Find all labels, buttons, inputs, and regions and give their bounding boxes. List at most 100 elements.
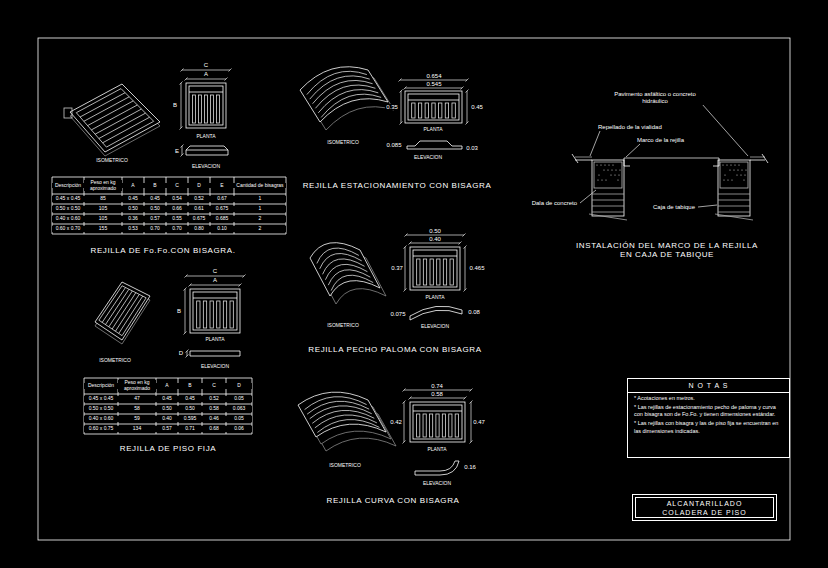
table-rule xyxy=(84,414,252,415)
dimension-tick xyxy=(466,79,469,82)
dimension-label: 0.465 xyxy=(468,265,485,272)
dimension-letter: A xyxy=(203,71,209,78)
dimension-tick xyxy=(184,332,187,335)
note-text: * Las rejillas con bisagra y las de piso… xyxy=(628,418,789,434)
brick-course xyxy=(592,194,624,195)
dimension-label: 0.50 xyxy=(428,228,442,235)
table-cell: 0.50 xyxy=(178,406,202,412)
notes-box: N O T A S* Acotaciones en metros.* Las r… xyxy=(627,378,790,458)
table-header: Descripción xyxy=(84,383,118,389)
dimension-line xyxy=(465,247,466,290)
view-label: ISOMETRICO xyxy=(98,358,132,364)
plan-slot xyxy=(423,414,426,437)
table-header: Descripción xyxy=(52,183,84,189)
grate-frame xyxy=(624,158,719,166)
hinge-block xyxy=(64,108,72,118)
table-rule xyxy=(84,378,252,379)
table-cell: 0.50 xyxy=(122,206,144,212)
dimension-label: 0.085 xyxy=(385,142,402,149)
concrete-dot xyxy=(612,164,613,165)
concrete-dot xyxy=(740,174,741,175)
dimension-label: 0.45 xyxy=(470,104,484,111)
table-cell: 0.45 x 0.45 xyxy=(52,196,84,202)
brick-course xyxy=(718,212,750,213)
concrete-dot xyxy=(619,169,620,170)
hinge-bar xyxy=(193,298,237,299)
brick-course xyxy=(718,194,750,195)
dimension-tick xyxy=(463,234,466,237)
figure-title: REJILLA CURVA CON BISAGRA xyxy=(326,496,461,505)
plan-slot xyxy=(430,259,433,285)
dimension-tick xyxy=(225,78,228,81)
table-rule xyxy=(52,204,286,205)
grate-outline xyxy=(310,243,380,296)
concrete-dot xyxy=(614,174,615,175)
dimension-tick xyxy=(186,350,189,353)
line-work xyxy=(38,38,790,540)
view-label: ELEVACION xyxy=(422,481,452,487)
dimension-line xyxy=(467,91,468,123)
brick-course xyxy=(592,200,624,201)
grate-slat xyxy=(105,289,128,324)
dimension-tick xyxy=(470,389,473,392)
table-cell: 0.54 xyxy=(166,196,188,202)
brick-course xyxy=(592,206,624,207)
table-cell: 105 xyxy=(84,216,122,222)
table-cell: 0.61 xyxy=(188,206,210,212)
dimension-tick xyxy=(466,122,469,125)
callout-label: Marco de la rejilla xyxy=(636,137,685,144)
concrete-dot xyxy=(730,164,731,165)
callout-label: Repellado de la vialidad xyxy=(597,124,663,131)
dimension-label: 0.74 xyxy=(430,383,444,390)
dimension-tick xyxy=(400,90,403,93)
table-cell: 0.60 x 0.75 xyxy=(84,426,118,432)
table-header: C xyxy=(202,383,226,389)
grate-outline xyxy=(70,84,160,152)
grate-slat xyxy=(310,76,370,99)
figure-title: INSTALACIÓN DEL MARCO DE LA REJILLA EN C… xyxy=(571,241,763,259)
table-cell: 2 xyxy=(234,216,286,222)
grate-slat xyxy=(315,415,377,428)
elevation-profile xyxy=(407,141,462,149)
concrete-dot xyxy=(745,169,746,170)
table-header: C xyxy=(166,183,188,189)
table-cell: 0.10 xyxy=(210,226,234,232)
dimension-line xyxy=(405,88,462,89)
table-rule xyxy=(52,177,286,178)
view-label: ELEVACION xyxy=(420,324,450,330)
concrete-dot xyxy=(611,169,612,170)
notes-heading: N O T A S xyxy=(628,379,789,393)
hinge-bar xyxy=(413,256,457,257)
dimension-tick xyxy=(464,397,467,400)
dimension-tick xyxy=(404,87,407,90)
table-cell: 59 xyxy=(118,416,156,422)
concrete-dot xyxy=(731,179,732,180)
concrete-bond-beam xyxy=(720,162,748,188)
grate-slat xyxy=(115,294,139,331)
dimension-tick xyxy=(181,154,184,157)
leader-line xyxy=(698,205,717,207)
grate-slat xyxy=(84,97,129,122)
dimension-label: 0.40 xyxy=(428,236,442,243)
table-cell: 0.58 xyxy=(202,406,226,412)
break-mark xyxy=(589,214,627,220)
table-header: Peso en kg aproximado xyxy=(118,380,156,392)
concrete-dot xyxy=(604,164,605,165)
table-cell: 0.53 xyxy=(122,226,144,232)
plan-slot xyxy=(436,414,439,437)
dimension-line xyxy=(410,398,465,399)
table-cell: 0.685 xyxy=(210,216,234,222)
concrete-dot xyxy=(723,179,724,180)
leader-line xyxy=(580,190,596,203)
table-header: D xyxy=(226,383,252,389)
plan-slot xyxy=(417,259,420,285)
view-label: ISOMETRICO xyxy=(328,463,362,469)
concrete-dot xyxy=(737,169,738,170)
plan-slot xyxy=(223,301,226,328)
table-cell: 0.68 xyxy=(202,426,226,432)
elevation-profile xyxy=(410,306,462,320)
plan-outline xyxy=(410,402,465,442)
table-cell: 0.57 xyxy=(156,426,178,432)
pavement-line xyxy=(575,157,592,158)
plan-slot xyxy=(429,414,432,437)
